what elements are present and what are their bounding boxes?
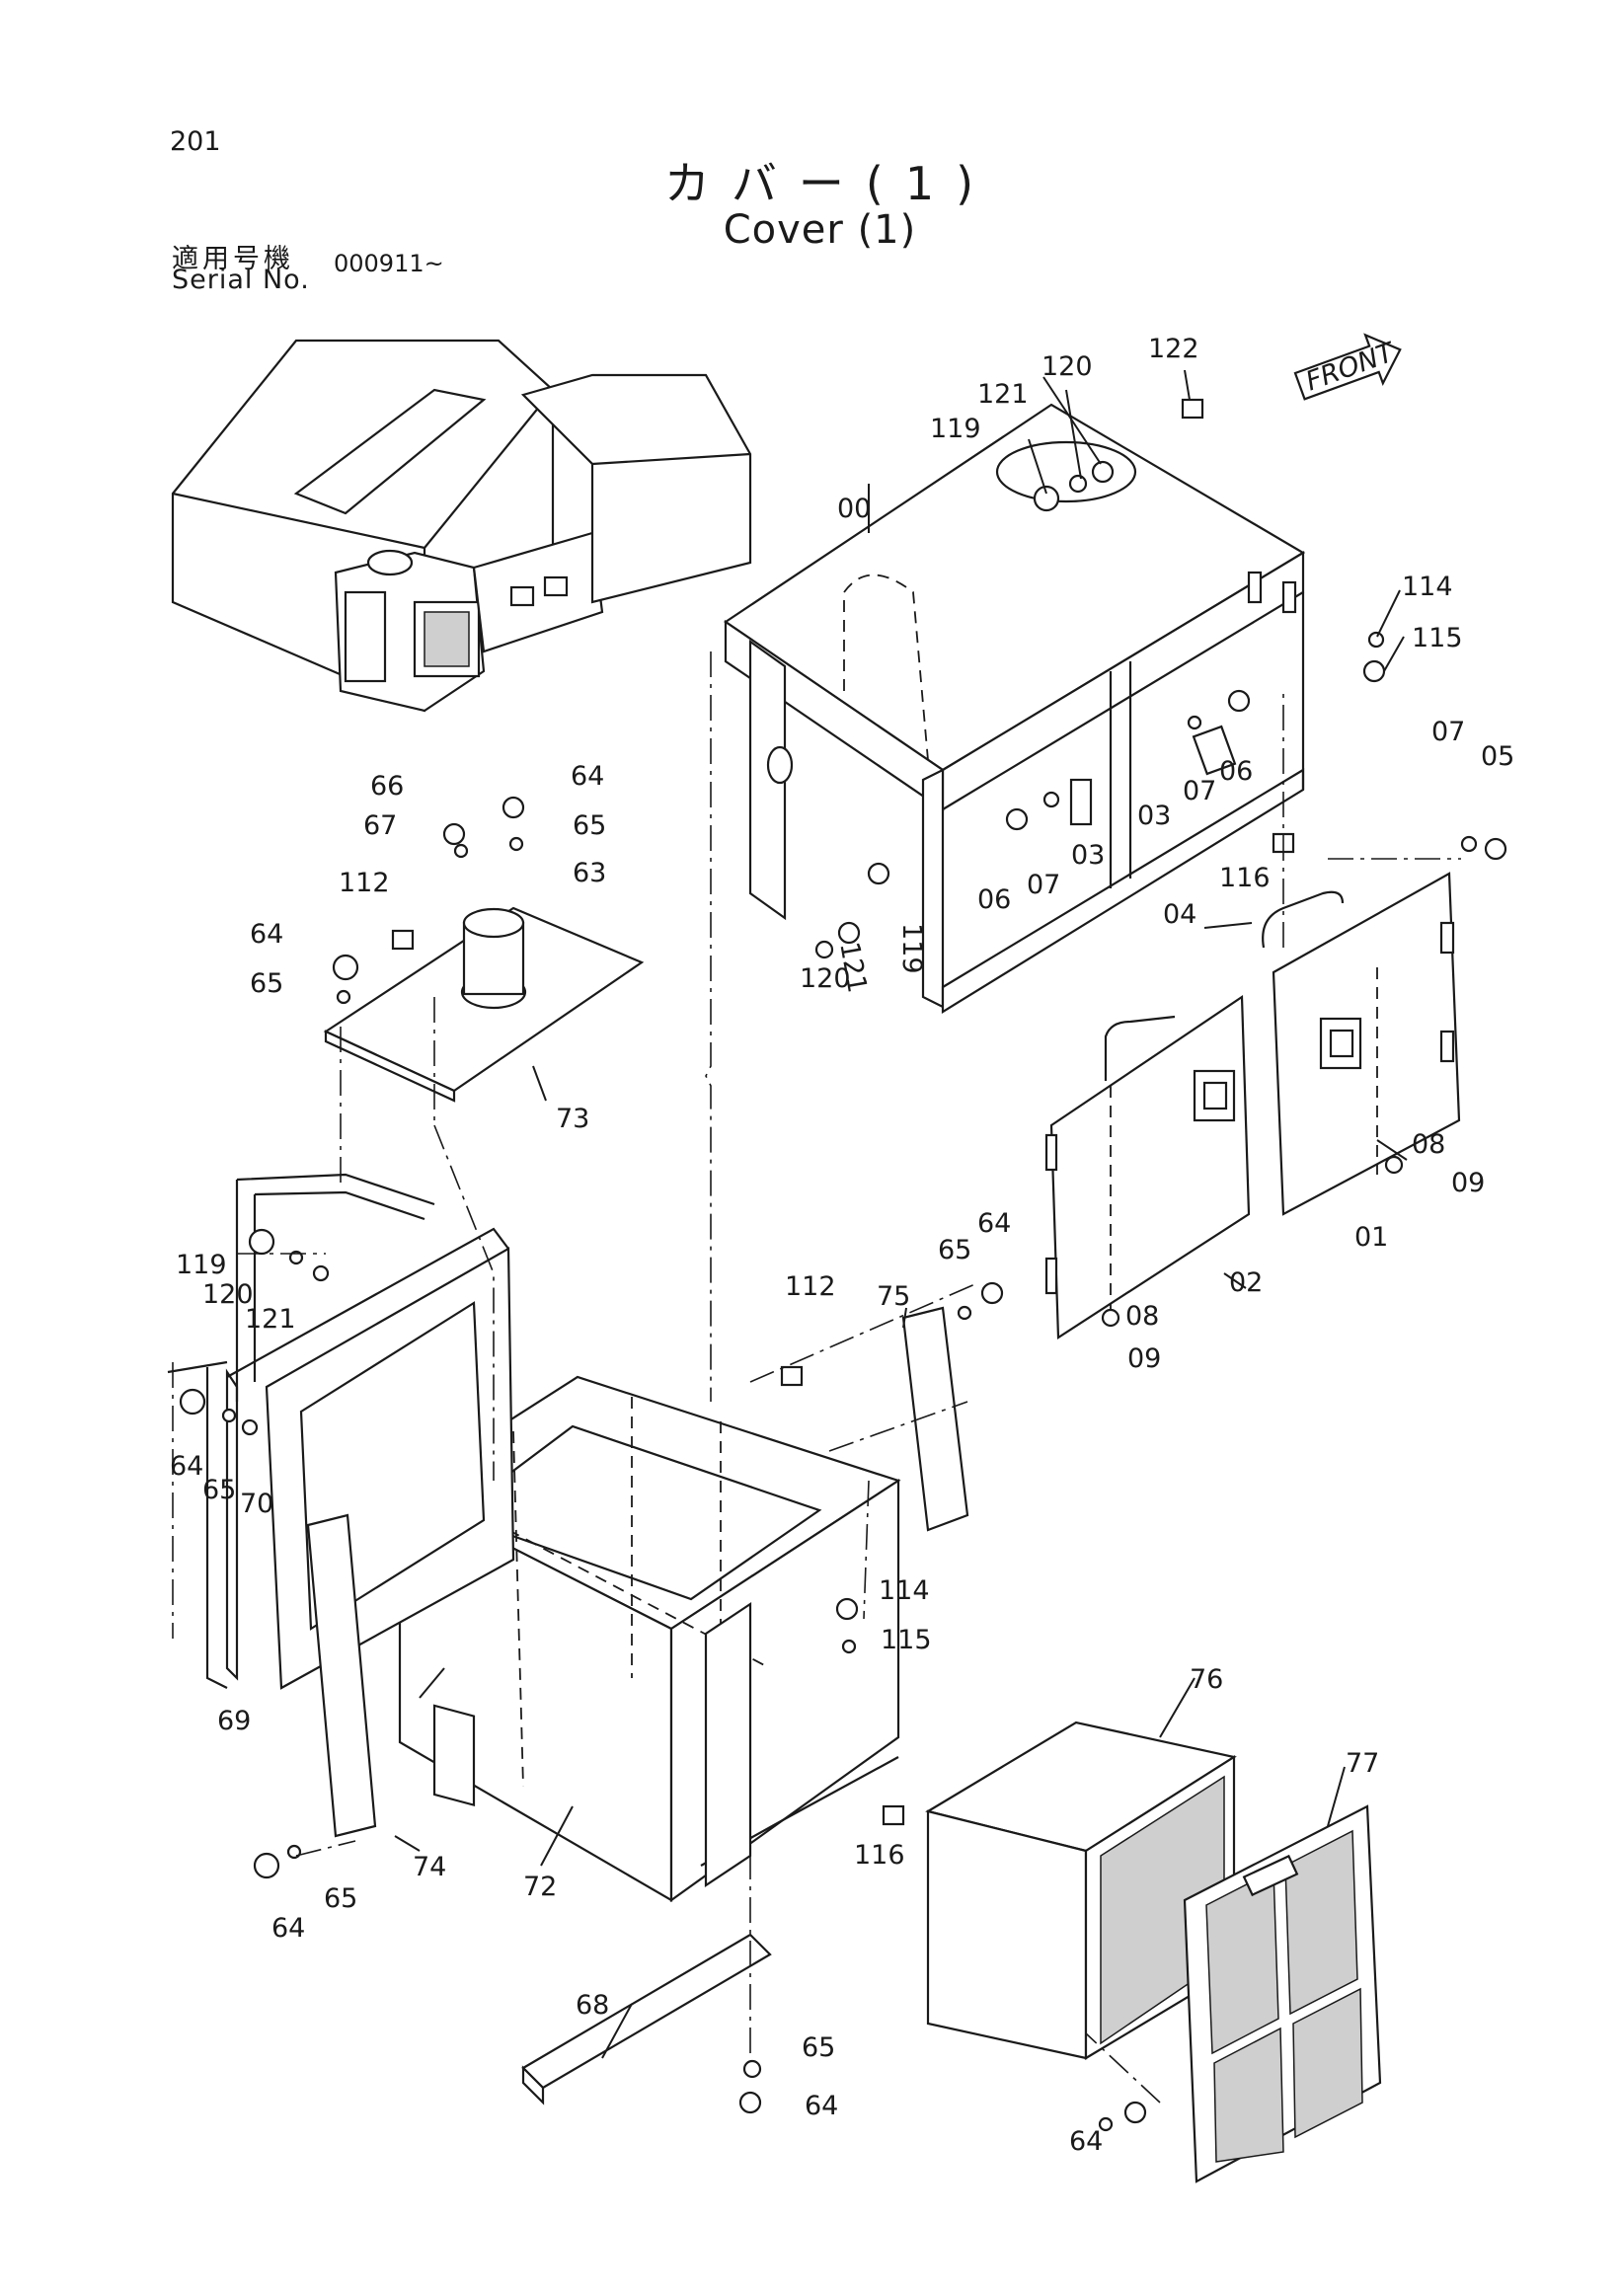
part-label: 120 (800, 963, 851, 994)
lower-cover-72 (397, 1375, 901, 1903)
part-label: 08 (1125, 1301, 1159, 1332)
plate-74 (306, 1513, 377, 1838)
title-japanese: カバー(1) (663, 157, 996, 210)
part-label: 116 (854, 1840, 905, 1871)
part-label: 06 (1219, 756, 1253, 787)
part-label: 65 (202, 1475, 236, 1505)
serial-label-english: Serial No. (172, 265, 310, 295)
part-label: 64 (977, 1208, 1011, 1239)
part-label: 01 (1354, 1222, 1388, 1253)
part-label: 09 (1127, 1343, 1161, 1374)
part-label: 119 (176, 1250, 227, 1280)
front-direction-arrow: FRONT (1293, 333, 1402, 401)
top-cover-00 (724, 403, 1306, 1014)
part-label: 03 (1137, 801, 1171, 831)
part-label: 76 (1190, 1664, 1223, 1695)
filter-screen-77 (1183, 1804, 1382, 2183)
page-number: 201 (170, 126, 221, 157)
part-label: 75 (877, 1281, 910, 1312)
part-label: 120 (202, 1279, 254, 1310)
part-label: 70 (240, 1489, 273, 1519)
fasteners (179, 398, 1507, 2132)
part-label: 65 (938, 1235, 971, 1265)
plate-75 (901, 1306, 969, 1532)
part-label: 00 (837, 494, 871, 524)
part-label: 67 (363, 810, 397, 841)
part-label: 115 (881, 1625, 932, 1655)
front-label: FRONT (1302, 337, 1401, 398)
part-label: 09 (1451, 1168, 1485, 1198)
machine-overview (171, 339, 752, 713)
part-label: 121 (245, 1304, 296, 1335)
serial-label-japanese: 適用号機 (172, 244, 294, 274)
serial-value: 000911~ (334, 250, 444, 277)
part-label: 64 (571, 761, 604, 792)
part-label: 65 (802, 2032, 835, 2063)
title-english: Cover (1) (723, 207, 917, 253)
part-label: 112 (339, 868, 390, 898)
door-02 (1044, 967, 1378, 1339)
part-label: 121 (977, 379, 1029, 410)
part-label: 07 (1183, 776, 1216, 806)
part-label: 06 (977, 884, 1011, 915)
part-label: 07 (1027, 870, 1060, 900)
part-label: 02 (1229, 1267, 1263, 1298)
part-label: 05 (1481, 741, 1514, 772)
part-label: 115 (1412, 623, 1463, 653)
part-label: 116 (1219, 863, 1271, 893)
part-label: 72 (523, 1872, 557, 1902)
part-label: 65 (573, 810, 606, 841)
part-label: 119 (930, 414, 981, 444)
part-label: 64 (250, 919, 283, 950)
part-label: 68 (576, 1990, 609, 2021)
part-label: 119 (896, 923, 927, 974)
frame-left (167, 1173, 435, 1689)
part-label: 64 (271, 1913, 305, 1944)
part-label: 74 (413, 1852, 446, 1882)
part-label: 122 (1148, 334, 1199, 364)
part-label: 77 (1346, 1748, 1379, 1779)
part-label: 69 (217, 1706, 251, 1736)
part-label: 04 (1163, 899, 1196, 930)
part-label: 114 (1402, 572, 1453, 602)
part-label: 65 (250, 968, 283, 999)
part-label: 63 (573, 858, 606, 888)
part-label: 120 (1041, 351, 1093, 382)
part-labels: 00 01 02 03 03 04 05 06 06 07 07 07 08 0… (170, 334, 1514, 2157)
part-label: 64 (805, 2091, 838, 2121)
part-label: 64 (1069, 2126, 1103, 2157)
part-label: 114 (879, 1575, 930, 1606)
part-label: 08 (1412, 1129, 1445, 1160)
plate-73 (323, 906, 645, 1103)
part-label: 65 (324, 1883, 357, 1914)
part-label: 03 (1071, 840, 1105, 871)
part-label: 07 (1431, 717, 1465, 747)
part-label: 73 (556, 1104, 589, 1134)
part-label: 64 (170, 1451, 203, 1482)
leader-lines (237, 369, 1461, 2104)
door-01 (1262, 872, 1461, 1216)
bracket-68 (521, 1933, 772, 2105)
part-label: 66 (370, 771, 404, 802)
part-label: 112 (785, 1271, 836, 1302)
